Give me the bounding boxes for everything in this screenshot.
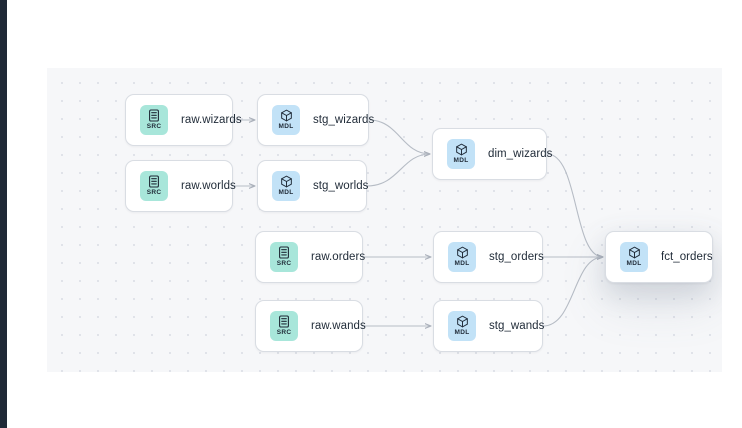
edge-dim-wizards-to-fct-orders	[546, 153, 603, 257]
edge-stg-wands-to-fct-orders	[542, 257, 603, 327]
source-type-badge: SRC	[140, 105, 168, 135]
node-label: raw.orders	[311, 251, 366, 263]
model-type-badge: MDL	[447, 139, 475, 169]
badge-type-label: MDL	[453, 157, 469, 164]
badge-type-label: MDL	[626, 260, 642, 267]
model-type-badge: MDL	[272, 171, 300, 201]
badge-type-label: SRC	[276, 329, 292, 336]
node-label: stg_worlds	[313, 180, 369, 192]
edge-stg-wizards-to-dim-wizards	[368, 119, 430, 154]
node-label: fct_orders	[661, 251, 713, 263]
cube-icon	[456, 315, 469, 328]
model-type-badge: MDL	[448, 242, 476, 272]
database-icon	[148, 175, 160, 188]
database-icon	[278, 246, 290, 259]
node-label: stg_wands	[489, 320, 545, 332]
badge-type-label: MDL	[278, 189, 294, 196]
cube-icon	[280, 175, 293, 188]
graph-node-raw-worlds[interactable]: SRC raw.worlds	[125, 160, 236, 212]
node-label: raw.worlds	[181, 180, 236, 192]
source-type-badge: SRC	[270, 242, 298, 272]
cube-icon	[456, 246, 469, 259]
cube-icon	[628, 246, 641, 259]
graph-node-raw-orders[interactable]: SRC raw.orders	[255, 231, 366, 283]
graph-node-stg-wands[interactable]: MDL stg_wands	[433, 300, 545, 352]
database-icon	[278, 315, 290, 328]
graph-node-dim-wizards[interactable]: MDL dim_wizards	[432, 128, 552, 180]
badge-type-label: MDL	[454, 329, 470, 336]
model-type-badge: MDL	[448, 311, 476, 341]
cube-icon	[455, 143, 468, 156]
graph-node-stg-wizards[interactable]: MDL stg_wizards	[257, 94, 374, 146]
model-type-badge: MDL	[272, 105, 300, 135]
node-label: stg_wizards	[313, 114, 375, 126]
node-label: dim_wizards	[488, 148, 553, 160]
graph-node-stg-worlds[interactable]: MDL stg_worlds	[257, 160, 369, 212]
badge-type-label: MDL	[278, 123, 294, 130]
model-type-badge: MDL	[620, 242, 648, 272]
source-type-badge: SRC	[270, 311, 298, 341]
collapsed-nav-rail[interactable]	[0, 0, 7, 428]
edge-stg-worlds-to-dim-wizards	[366, 154, 430, 187]
badge-type-label: SRC	[146, 189, 162, 196]
database-icon	[148, 109, 160, 122]
graph-node-fct-orders[interactable]: MDL fct_orders	[605, 231, 713, 283]
badge-type-label: SRC	[276, 260, 292, 267]
source-type-badge: SRC	[140, 171, 168, 201]
cube-icon	[280, 109, 293, 122]
badge-type-label: SRC	[146, 123, 162, 130]
node-label: stg_orders	[489, 251, 544, 263]
graph-node-stg-orders[interactable]: MDL stg_orders	[433, 231, 544, 283]
node-label: raw.wizards	[181, 114, 242, 126]
badge-type-label: MDL	[454, 260, 470, 267]
node-label: raw.wands	[311, 320, 366, 332]
graph-node-raw-wizards[interactable]: SRC raw.wizards	[125, 94, 242, 146]
graph-node-raw-wands[interactable]: SRC raw.wands	[255, 300, 366, 352]
